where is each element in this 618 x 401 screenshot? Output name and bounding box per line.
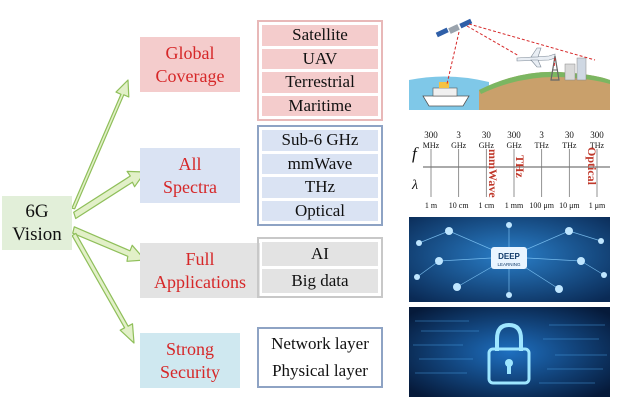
deep-learning-badge — [491, 247, 527, 269]
freq_values-label: 30 — [565, 130, 575, 140]
item-satellite: Satellite — [262, 25, 378, 46]
category-line-1: All — [178, 153, 202, 174]
security-lock-image — [409, 307, 610, 397]
arrow-to-full-applications — [72, 226, 146, 262]
deep-learning-image: DEEP LEARNING — [409, 217, 610, 302]
all-spectra-items: Sub-6 GHz mmWave THz Optical — [257, 125, 383, 226]
airplane-icon — [516, 47, 556, 68]
freq_values-label: 3 — [456, 130, 461, 140]
category-line-2: Coverage — [155, 65, 225, 86]
item-network-layer: Network layer — [262, 332, 378, 356]
item-mmwave: mmWave — [262, 153, 378, 174]
freq_values-label: 300 — [507, 130, 521, 140]
band-label-mmwave: mmWave — [486, 149, 500, 198]
band-label-optical: Optical — [585, 147, 599, 186]
category-line-2: Security — [160, 361, 220, 382]
category-line-2: Applications — [154, 271, 246, 292]
category-line-2: Spectra — [163, 176, 217, 197]
global-coverage-illustration — [409, 10, 610, 110]
deep-learning-text-2: LEARNING — [497, 262, 521, 267]
category-all-spectra: All Spectra — [140, 148, 240, 203]
center-line-1: 6G — [25, 201, 49, 222]
frequency-symbol: f — [412, 144, 419, 163]
wavelengths-label: 1 cm — [478, 201, 495, 210]
center-line-2: Vision — [12, 224, 62, 245]
category-line-1: Full — [185, 248, 215, 269]
freq_values-label: 3 — [539, 130, 544, 140]
wavelengths-label: 1 μm — [589, 201, 606, 210]
padlock-icon — [487, 322, 531, 385]
freq_units-label: MHz — [423, 141, 440, 150]
freq_values-label: 300 — [424, 130, 438, 140]
freq_units-label: THz — [590, 141, 605, 150]
freq_units-label: THz — [535, 141, 550, 150]
global-coverage-items: Satellite UAV Terrestrial Maritime — [257, 20, 383, 121]
item-thz: THz — [262, 177, 378, 198]
satellite-icon — [435, 18, 473, 38]
category-line-1: Strong — [165, 338, 214, 359]
arrow-to-global-coverage — [71, 79, 130, 210]
wavelengths-label: 10 cm — [449, 201, 470, 210]
freq_units-label: GHz — [451, 141, 467, 150]
category-global-coverage: Global Coverage — [140, 37, 240, 92]
wavelengths-label: 10 μm — [559, 201, 580, 210]
ship-icon — [422, 82, 470, 107]
item-big-data: Big data — [262, 269, 378, 293]
freq_units-label: GHz — [506, 141, 522, 150]
freq_values-label: 30 — [482, 130, 492, 140]
item-ai: AI — [262, 242, 378, 266]
arrow-to-all-spectra — [73, 170, 146, 220]
wavelength-symbol: λ — [411, 178, 418, 193]
cell-tower-icon — [550, 55, 587, 81]
arrow-to-strong-security — [71, 232, 135, 344]
full-applications-items: AI Big data — [257, 237, 383, 298]
wavelengths-label: 100 μm — [529, 201, 554, 210]
wavelengths-label: 1 m — [425, 201, 438, 210]
freq_values-label: 300 — [590, 130, 604, 140]
strong-security-items: Network layer Physical layer — [257, 327, 383, 388]
item-physical-layer: Physical layer — [262, 359, 378, 383]
item-optical: Optical — [262, 200, 378, 221]
category-full-applications: Full Applications — [140, 243, 260, 298]
band-label-thz: THz — [513, 155, 527, 178]
category-line-1: Global — [165, 42, 215, 63]
freq_units-label: THz — [562, 141, 577, 150]
item-maritime: Maritime — [262, 95, 378, 116]
item-sub6ghz: Sub-6 GHz — [262, 130, 378, 151]
item-uav: UAV — [262, 48, 378, 69]
wavelengths-label: 1 mm — [505, 201, 524, 210]
category-strong-security: Strong Security — [140, 333, 240, 388]
item-terrestrial: Terrestrial — [262, 72, 378, 93]
deep-learning-text-1: DEEP — [498, 252, 520, 261]
center-6g-vision: 6G Vision — [2, 196, 72, 250]
freq_units-label: GHz — [479, 141, 495, 150]
